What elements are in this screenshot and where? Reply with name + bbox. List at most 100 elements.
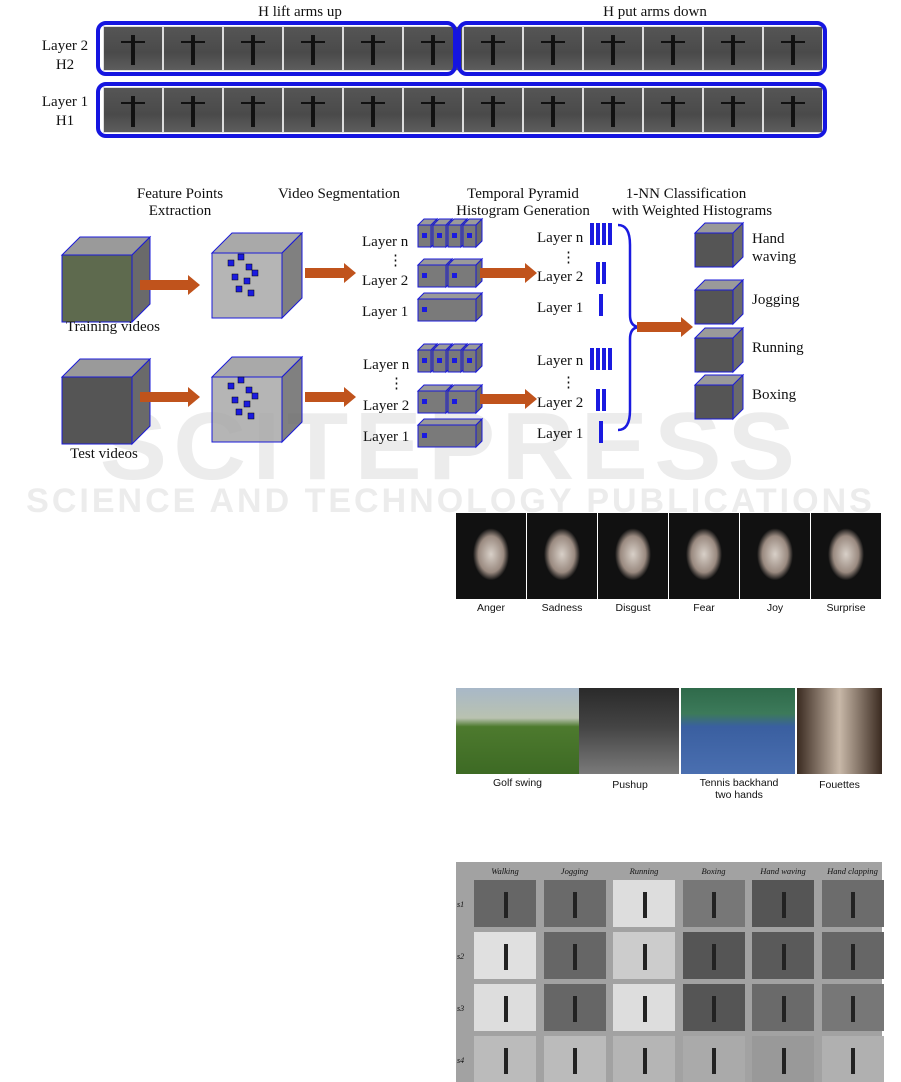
training-video-cube-front [61, 254, 133, 323]
test-layer-2-cube-point [422, 399, 427, 404]
video-frame [763, 87, 823, 133]
stage-4-title: 1-NN Classification [626, 186, 747, 202]
kth-row-label: s3 [457, 1004, 465, 1013]
face-photo [456, 513, 526, 599]
layer-1-cube-top [416, 292, 484, 300]
histogram-bar [596, 348, 600, 370]
kth-frame [474, 1036, 536, 1082]
hist-layer-n: Layer n [537, 230, 584, 246]
histogram-bar [596, 389, 600, 411]
seg-test-layer-1: Layer 1 [363, 429, 409, 445]
video-frame [103, 87, 163, 133]
seg-layer-n: Layer n [362, 234, 409, 250]
video-frame [703, 87, 763, 133]
feature-point [247, 412, 255, 420]
segment-box-lift [96, 21, 457, 76]
caption-tennis: Tennis backhand two hands [699, 777, 779, 801]
kth-frame [752, 984, 814, 1031]
video-frame [223, 87, 283, 133]
class-hand-waving-2: waving [752, 249, 797, 265]
face-photo [669, 513, 739, 599]
stage-2-title: Video Segmentation [278, 186, 400, 202]
arrow-segment-training [305, 263, 356, 283]
seg-test-layer-2: Layer 2 [363, 398, 409, 414]
face-photo [598, 513, 668, 599]
layer-1-cube-front [417, 298, 477, 322]
layer-2-cube-front [417, 264, 447, 288]
test-layer-2-cube-front [447, 390, 477, 414]
kth-frame [821, 880, 884, 927]
video-frame [103, 26, 163, 71]
kth-frame [543, 1036, 606, 1082]
photo-fouettes [797, 688, 882, 774]
histogram-bar [596, 262, 600, 284]
photo-tennis [681, 688, 795, 774]
face-caption: Disgust [615, 602, 651, 614]
class-running: Running [752, 340, 804, 356]
layer-name: Layer 2 [41, 38, 89, 54]
video-frame [523, 26, 583, 71]
arrow-hist-test [480, 389, 537, 409]
class-cube-2-front [694, 337, 734, 373]
video-frame [703, 26, 763, 71]
feature-point [227, 259, 235, 267]
test-layer-n-cube-point [452, 358, 457, 363]
video-frame [223, 26, 283, 71]
kth-frame [613, 880, 675, 927]
class-jogging: Jogging [752, 292, 800, 308]
hist-test-layer-2: Layer 2 [537, 395, 583, 411]
kth-frame [613, 932, 675, 979]
layer-2-cube-front [447, 264, 477, 288]
feature-point [237, 253, 245, 261]
stage-1-title: Feature Points [137, 186, 223, 202]
kth-frame [474, 984, 536, 1031]
test-layer-2-cube-point [452, 399, 457, 404]
histogram-bar [590, 223, 594, 245]
layer-2-cube-point [452, 273, 457, 278]
kth-frame [821, 984, 884, 1031]
figure-pipeline: Feature Points Extraction Video Segmenta… [60, 186, 804, 462]
feature-point [243, 277, 251, 285]
feature-point [235, 285, 243, 293]
video-frame [463, 26, 523, 71]
kth-column-header: Running [629, 866, 659, 876]
hist-test-dots: ⋮ [561, 375, 576, 391]
stage-3-title: Temporal Pyramid [467, 186, 579, 202]
layer2-label: Layer 2 H2 [30, 37, 100, 75]
kth-frame [613, 1036, 675, 1082]
layer-symbol: H2 [55, 57, 75, 73]
arrow-extract-test [140, 387, 200, 407]
test-video-cube-front [61, 376, 133, 445]
video-frame [283, 87, 343, 133]
stage-4-subtitle: with Weighted Histograms [612, 203, 772, 219]
caption-pushup: Pushup [612, 779, 648, 791]
layer-n-cube-point [437, 233, 442, 238]
histogram-bar [608, 348, 612, 370]
stage-3-subtitle: Histogram Generation [456, 203, 590, 219]
class-boxing: Boxing [752, 387, 797, 403]
hist-layer-1: Layer 1 [537, 300, 583, 316]
face-caption: Fear [693, 602, 715, 614]
kth-frame [474, 880, 536, 927]
feature-point [231, 396, 239, 404]
arrow-extract-training [140, 275, 200, 295]
histogram-bar [602, 389, 606, 411]
hist-layer-2: Layer 2 [537, 269, 583, 285]
arrow-segment-test [305, 387, 356, 407]
face-photo [740, 513, 810, 599]
video-frame [583, 87, 643, 133]
feature-point [251, 269, 259, 277]
video-frame [523, 87, 583, 133]
segment-label-lift: H lift arms up [258, 4, 342, 20]
photo-pushup [579, 688, 679, 774]
hist-test-layer-n: Layer n [537, 353, 584, 369]
kth-frame [543, 984, 606, 1031]
test-layer-2-cube-front [417, 390, 447, 414]
histogram-bar [599, 421, 603, 443]
feature-point [251, 392, 259, 400]
kth-frame [752, 932, 814, 979]
histogram-bar [602, 262, 606, 284]
video-frame [403, 87, 463, 133]
kth-column-header: Boxing [701, 866, 726, 876]
